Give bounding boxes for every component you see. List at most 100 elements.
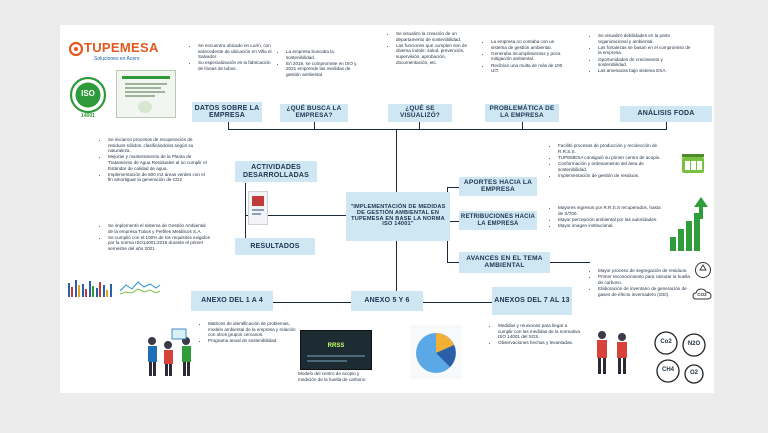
iso-badge-text: ISO (81, 89, 95, 98)
center-title: "IMPLEMENTACIÓN DE MEDIDAS DE GESTIÓN AM… (350, 203, 446, 228)
gas-label-n2o: N2O (687, 341, 701, 347)
foda-item: Las fortalezas se basan en el compromiso… (598, 45, 692, 56)
list-resultados: Se implementó el sistema de Gestión Ambi… (102, 223, 210, 252)
connector-busca (314, 122, 315, 130)
list-foda: Se visualizó debilidades en la parte org… (592, 33, 692, 75)
certificate-image (116, 70, 176, 118)
datos-item: Su especialización es la fabricación de … (198, 60, 276, 71)
box-foda-label: ANÁLISIS FODA (637, 110, 695, 118)
iso-badge-number: 14001 (81, 113, 95, 119)
pie-chart-image (410, 325, 462, 379)
anexo713-item: Medidas y reuniones para llegar a cumpli… (498, 323, 582, 340)
problematica-items: La empresa no contaba con un sistema de … (485, 39, 567, 74)
anexo713-items: Medidas y reuniones para llegar a cumpli… (492, 323, 582, 346)
avances-item: Mayor proceso de segregación de residuos… (598, 268, 692, 274)
list-aportes: Facilitó procesos de producción y recole… (552, 143, 670, 179)
visualizo-item: Las funciones que cumplen son de diversa… (396, 43, 470, 65)
bar-thumbnail-image (65, 275, 115, 299)
retribuciones-items: Mayores ingresos por R.R.S.S recuperados… (552, 205, 664, 229)
co2-label: CO2 (697, 292, 707, 297)
list-visualizo: Se visualizo la creación de un departame… (390, 31, 470, 66)
anexo14-item: Programa anual de sostenibilidad. (208, 338, 302, 344)
connector-right-aportes (447, 187, 459, 188)
brand-tagline: Soluciones en Acero (94, 56, 140, 62)
actividades-item: Implementación de 500 m2 áreas verdes co… (108, 172, 210, 183)
gas-label-ch4: CH4 (661, 367, 674, 373)
center-title-box: "IMPLEMENTACIÓN DE MEDIDAS DE GESTIÓN AM… (346, 192, 450, 241)
gas-label-o2: O2 (689, 370, 698, 376)
box-busca-label: ¿QUÉ BUSCA LA EMPRESA? (286, 105, 342, 119)
recycling-station-icon (680, 151, 706, 177)
box-que-visualizo: ¿QUÉ SE VISUALIZÓ? (388, 104, 452, 122)
box-visualizo-label: ¿QUÉ SE VISUALIZÓ? (400, 105, 440, 119)
box-anexo56-label: ANEXO 5 Y 6 (364, 297, 410, 305)
gas-label-co2: Co2 (660, 339, 672, 345)
avances-item: Primer reconocimiento para calcular la h… (598, 274, 692, 285)
box-aportes-label: APORTES HACIA LA EMPRESA (463, 178, 533, 193)
gas-molecules-icon: Co2 N2O CH4 O2 (652, 329, 708, 387)
box-datos-label: DATOS SOBRE LA EMPRESA (194, 104, 260, 119)
aportes-item: TUPEMESA consiguió su primer centro de a… (558, 155, 670, 161)
problematica-item: La empresa no contaba con un sistema de … (491, 39, 567, 50)
aportes-item: Facilitó procesos de producción y recole… (558, 143, 670, 154)
box-analisis-foda: ANÁLISIS FODA (620, 106, 712, 122)
foda-item: Las amenazas bajo sistema ESA. (598, 68, 692, 74)
aportes-items: Facilitó procesos de producción y recole… (552, 143, 670, 178)
connector-problematica (522, 122, 523, 130)
tupemesa-logo-icon (68, 41, 84, 57)
iso-14001-seal: ISO 14001 (67, 75, 109, 121)
connector-left-rail (245, 183, 246, 246)
box-resultados: RESULTADOS (235, 238, 315, 255)
anexo56-caption: Modelo del centro de acopio y medición d… (298, 371, 366, 382)
box-actividades: ACTIVIDADES DESARROLLADAS (235, 161, 317, 182)
list-actividades: Se iniciaron procesos de recuperación de… (102, 137, 210, 184)
brand-name: TUPEMESA (84, 40, 159, 55)
box-retribuciones-label: RETRIBUCIONES HACIA LA EMPRESA (460, 214, 536, 227)
co2-cloud-icon: CO2 (692, 285, 712, 303)
box-avances-label: AVANCES EN EL TEMA AMBIENTAL (466, 254, 543, 269)
actividades-item: Mejoras y mantenimiento de la Planta de … (108, 154, 210, 171)
retribuciones-item: Mayor imagen institucional. (558, 223, 664, 229)
anexo713-item: Observaciones hechas y levantadas. (498, 340, 582, 346)
box-resultados-label: RESULTADOS (250, 242, 300, 250)
box-anexo-1-4: ANEXO DEL 1 A 4 (191, 291, 273, 311)
growth-chart-icon (668, 197, 708, 253)
box-retribuciones: RETRIBUCIONES HACIA LA EMPRESA (459, 211, 537, 230)
box-que-busca: ¿QUÉ BUSCA LA EMPRESA? (280, 104, 348, 122)
resultados-item: Se cumplió con el 100% de los requisitos… (108, 235, 210, 252)
resultados-items: Se implementó el sistema de Gestión Ambi… (102, 223, 210, 252)
actividades-item: Se iniciaron procesos de recuperación de… (108, 137, 210, 154)
connector-right-retribuciones (447, 221, 459, 222)
connector-foda (666, 122, 667, 130)
list-anexo713: Medidas y reuniones para llegar a cumpli… (492, 323, 582, 347)
retribuciones-item: Mayor percepción ambiental por las autor… (558, 217, 664, 223)
box-anexos-7-13: ANEXOS DEL 7 AL 13 (492, 287, 572, 315)
actividades-items: Se iniciaron procesos de recuperación de… (102, 137, 210, 183)
connector-top-rail (228, 129, 666, 130)
infographic-slide: TUPEMESA Soluciones en Acero ISO 14001 D… (60, 25, 714, 393)
aportes-item: Conformación y ordenamiento del área de … (558, 161, 670, 172)
avances-item: Elaboración de inventario de generación … (598, 286, 692, 297)
list-busca: La empresa buscaba la sostenibilidad. En… (280, 49, 360, 78)
recycle-symbol-icon (694, 261, 712, 279)
box-problematica-label: PROBLEMÁTICA DE LA EMPRESA (489, 105, 555, 119)
team-meeting-illustration (142, 325, 198, 381)
list-avances: Mayor proceso de segregación de residuos… (592, 268, 692, 298)
anexo14-items: Matrices de identificación de problemas,… (202, 321, 302, 344)
box-aportes: APORTES HACIA LA EMPRESA (459, 177, 537, 196)
busca-item: La empresa buscaba la sostenibilidad. (286, 49, 360, 60)
foda-item: Oportunidades de crecimiento y sostenibi… (598, 57, 692, 68)
connector-left-to-center (245, 215, 346, 216)
list-problematica: La empresa no contaba con un sistema de … (485, 39, 567, 74)
workers-illustration (590, 325, 634, 377)
rrss-screen-image: RRSS (300, 330, 372, 370)
busca-item: En 2019, se compromete en ISO y 2021 emp… (286, 61, 360, 78)
connector-right-avances (447, 262, 459, 263)
rrss-screen-label: RRSS (327, 343, 345, 349)
box-anexo-5-6: ANEXO 5 Y 6 (351, 291, 423, 311)
retribuciones-item: Mayores ingresos por R.R.S.S recuperados… (558, 205, 664, 216)
datos-items: Se encuentra ubicado en Lurín, con antec… (192, 43, 276, 72)
list-retribuciones: Mayores ingresos por R.R.S.S recuperados… (552, 205, 664, 229)
problematica-item: Generaba incumplimientos y poca mitigaci… (491, 51, 567, 62)
avances-items: Mayor proceso de segregación de residuos… (592, 268, 692, 297)
